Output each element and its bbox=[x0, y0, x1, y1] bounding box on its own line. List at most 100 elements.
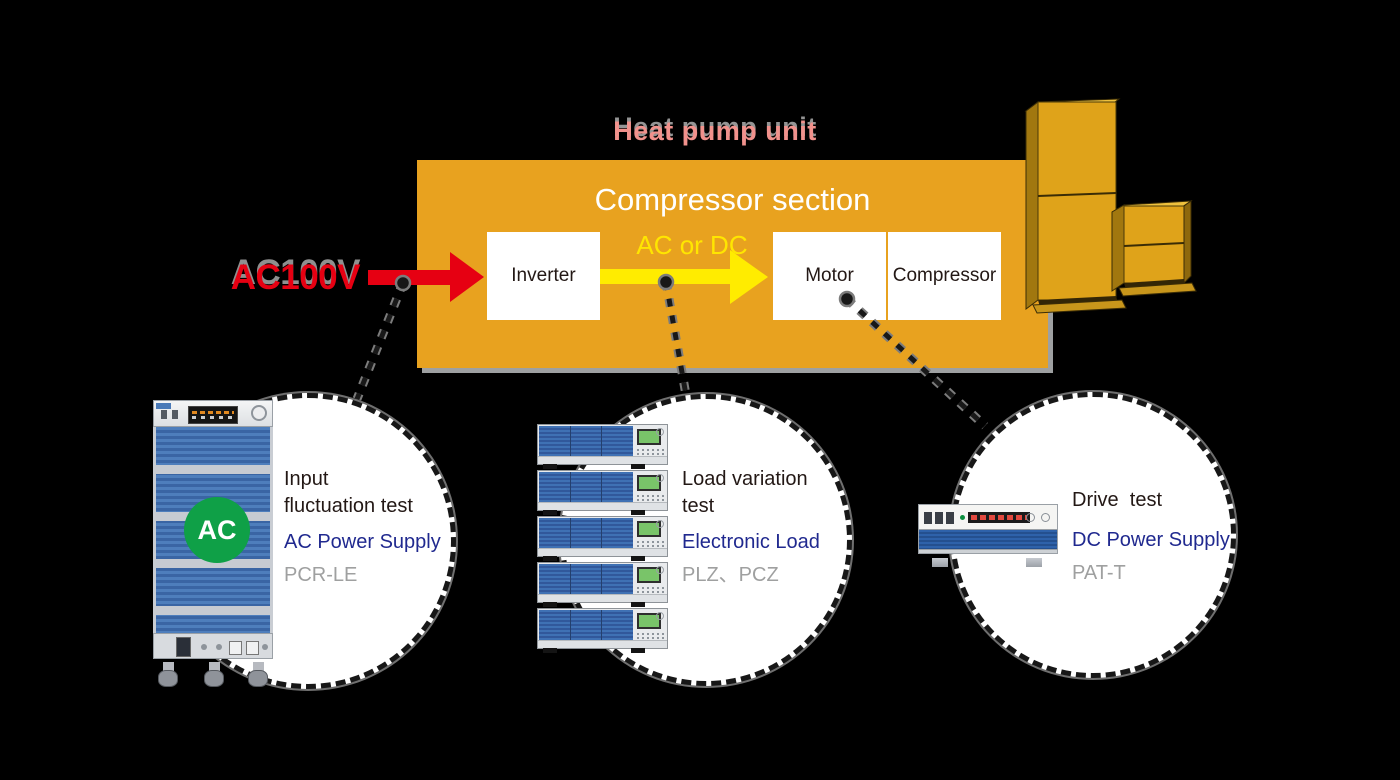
plz-button-row bbox=[637, 449, 665, 451]
pat-foot bbox=[932, 558, 948, 567]
plz-display bbox=[637, 567, 661, 583]
pcr-rotary-knob bbox=[251, 405, 267, 421]
tall-cabinet-top-face bbox=[1024, 98, 1121, 112]
test-model: PCR-LE bbox=[284, 564, 358, 586]
plz-button-row bbox=[637, 633, 665, 635]
plz-foot bbox=[631, 602, 645, 607]
electronic-load-unit bbox=[537, 470, 668, 515]
plz-foot bbox=[631, 464, 645, 469]
plz-display bbox=[637, 429, 661, 445]
plz-foot bbox=[543, 556, 557, 561]
yellow-arrow-shaft bbox=[600, 269, 730, 284]
pcr-caster bbox=[247, 662, 271, 688]
plz-chassis-base bbox=[538, 502, 667, 510]
plz-louvered-front bbox=[539, 610, 633, 640]
ac-or-dc-label: AC or DC bbox=[636, 230, 748, 260]
plz-foot bbox=[631, 510, 645, 515]
electronic-load-unit bbox=[537, 608, 668, 653]
test-category: AC Power Supply bbox=[284, 531, 441, 553]
plz-foot bbox=[543, 510, 557, 515]
pat-chassis-base bbox=[918, 549, 1058, 554]
plz-knob bbox=[656, 520, 664, 528]
plz-display bbox=[637, 475, 661, 491]
plz-panel-divider bbox=[601, 518, 602, 548]
plz-chassis-base bbox=[538, 594, 667, 602]
pcr-output-terminal bbox=[246, 641, 259, 655]
pat-foot bbox=[1026, 558, 1042, 567]
pcr-io-panel bbox=[153, 633, 273, 659]
pat-power-led bbox=[960, 515, 965, 520]
test-purpose-line: Input bbox=[284, 468, 329, 490]
compressor-block: Compressor bbox=[888, 232, 1001, 320]
electronic-load-unit bbox=[537, 562, 668, 607]
load-variation-test-text: Load variation test Electronic Load PLZ、… bbox=[682, 466, 820, 587]
plz-panel-divider bbox=[570, 610, 571, 640]
pat-vent bbox=[924, 512, 932, 524]
pcr-button bbox=[161, 410, 167, 419]
pat-vent bbox=[935, 512, 943, 524]
pcr-caster-wheel bbox=[248, 670, 268, 687]
plz-louvered-front bbox=[539, 518, 633, 548]
plz-chassis-base bbox=[538, 548, 667, 556]
test-purpose-line: Load variation bbox=[682, 468, 808, 490]
drive-test-text: Drive test DC Power Supply PAT-T bbox=[1072, 487, 1230, 585]
plz-panel-divider bbox=[601, 564, 602, 594]
pcr-caster-post bbox=[163, 662, 174, 671]
ac-badge-label: AC bbox=[197, 514, 237, 545]
test-purpose-line: fluctuation test bbox=[284, 495, 413, 517]
input-fluctuation-test-text: Input fluctuation test AC Power Supply P… bbox=[284, 466, 441, 587]
plz-panel-divider bbox=[601, 472, 602, 502]
pcr-caster bbox=[157, 662, 181, 688]
red-arrow-shaft bbox=[368, 270, 450, 285]
inverter-block: Inverter bbox=[487, 232, 600, 320]
small-cabinet-top-face bbox=[1111, 200, 1193, 213]
yellow-arrow-head bbox=[730, 250, 768, 304]
test-model: PAT-T bbox=[1072, 562, 1126, 584]
test-category: DC Power Supply bbox=[1072, 529, 1230, 551]
plz-panel-divider bbox=[570, 472, 571, 502]
plz-foot bbox=[631, 648, 645, 653]
small-cabinet-divider bbox=[1123, 242, 1185, 247]
pcr-power-switch bbox=[176, 637, 191, 657]
ac100v-label: AC100V bbox=[230, 258, 361, 297]
plz-button-row bbox=[637, 499, 665, 501]
plz-panel-divider bbox=[601, 610, 602, 640]
inverter-label: Inverter bbox=[511, 265, 576, 286]
plz-display bbox=[637, 613, 661, 629]
plz-chassis-base bbox=[538, 456, 667, 464]
pcr-caster bbox=[203, 662, 227, 688]
electronic-load-unit bbox=[537, 424, 668, 469]
pcr-connector-dot bbox=[216, 644, 222, 650]
dc-power-supply-illustration bbox=[918, 504, 1058, 567]
plz-button-row bbox=[637, 637, 665, 639]
plz-knob bbox=[656, 566, 664, 574]
plz-button-row bbox=[637, 591, 665, 593]
plz-panel-divider bbox=[570, 518, 571, 548]
tall-cabinet-pedestal bbox=[1038, 296, 1118, 307]
connector-inverter-to-ac-supply bbox=[352, 274, 412, 401]
plz-louvered-front bbox=[539, 426, 633, 456]
pat-vent bbox=[946, 512, 954, 524]
pcr-connector-dot bbox=[201, 644, 207, 650]
plz-panel-divider bbox=[570, 564, 571, 594]
pcr-display-readout bbox=[192, 411, 234, 414]
ac-badge: AC bbox=[184, 497, 250, 563]
pat-knob bbox=[1041, 513, 1050, 522]
plz-display bbox=[637, 521, 661, 537]
plz-foot bbox=[543, 464, 557, 469]
plz-panel-divider bbox=[601, 426, 602, 456]
small-cabinet-front-face bbox=[1123, 205, 1185, 284]
small-cabinet-right-face bbox=[1183, 200, 1192, 285]
test-model: PLZ、PCZ bbox=[682, 564, 779, 586]
tall-cabinet-divider bbox=[1037, 192, 1117, 197]
pcr-caster-post bbox=[209, 662, 220, 671]
pcr-logo-chip bbox=[156, 403, 171, 409]
pat-louvered-front bbox=[918, 530, 1058, 549]
plz-foot bbox=[543, 648, 557, 653]
plz-panel-divider bbox=[570, 426, 571, 456]
motor-label: Motor bbox=[805, 265, 854, 286]
compressor-section-box: Compressor section Inverter Motor Compre… bbox=[417, 160, 1048, 368]
pat-knob bbox=[1026, 513, 1035, 522]
pcr-display-readout bbox=[192, 416, 234, 419]
plz-button-row bbox=[637, 495, 665, 497]
